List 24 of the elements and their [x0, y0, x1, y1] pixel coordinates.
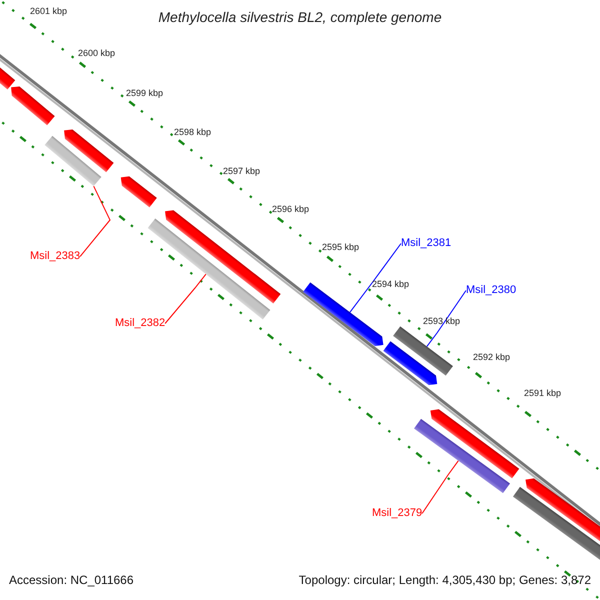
leader-line: [80, 186, 111, 257]
leader-line: [422, 460, 459, 514]
leader-line: [164, 274, 206, 324]
tick-label: 2600 kbp: [78, 48, 116, 59]
gene-label: Msil_2381: [401, 237, 452, 250]
tick-label: 2599 kbp: [126, 88, 164, 99]
tick-label: 2591 kbp: [524, 388, 562, 399]
title: Methylocella silvestris BL2, complete genome: [158, 9, 442, 25]
tick-label: 2598 kbp: [174, 127, 212, 138]
genome-stats-text: Topology: circular; Length: 4,305,430 bp; Genes: 3,872: [298, 573, 591, 588]
gene-label: Msil_2380: [466, 284, 516, 297]
gene-label: Msil_2382: [115, 317, 166, 330]
gene-label: Msil_2379: [372, 507, 422, 520]
tick-label: 2593 kbp: [423, 316, 460, 327]
tick-label: 2592 kbp: [473, 352, 510, 363]
leader-line: [426, 290, 466, 347]
tick-label: 2594 kbp: [372, 279, 410, 290]
tick-label: 2595 kbp: [322, 242, 360, 253]
accession-text: Accession: NC_011666: [9, 573, 134, 588]
tick-label: 2596 kbp: [272, 204, 310, 215]
tick-label: 2597 kbp: [223, 166, 260, 177]
gene-label: Msil_2383: [30, 250, 80, 263]
tick-label: 2601 kbp: [30, 6, 68, 17]
leader-line: [350, 243, 402, 313]
